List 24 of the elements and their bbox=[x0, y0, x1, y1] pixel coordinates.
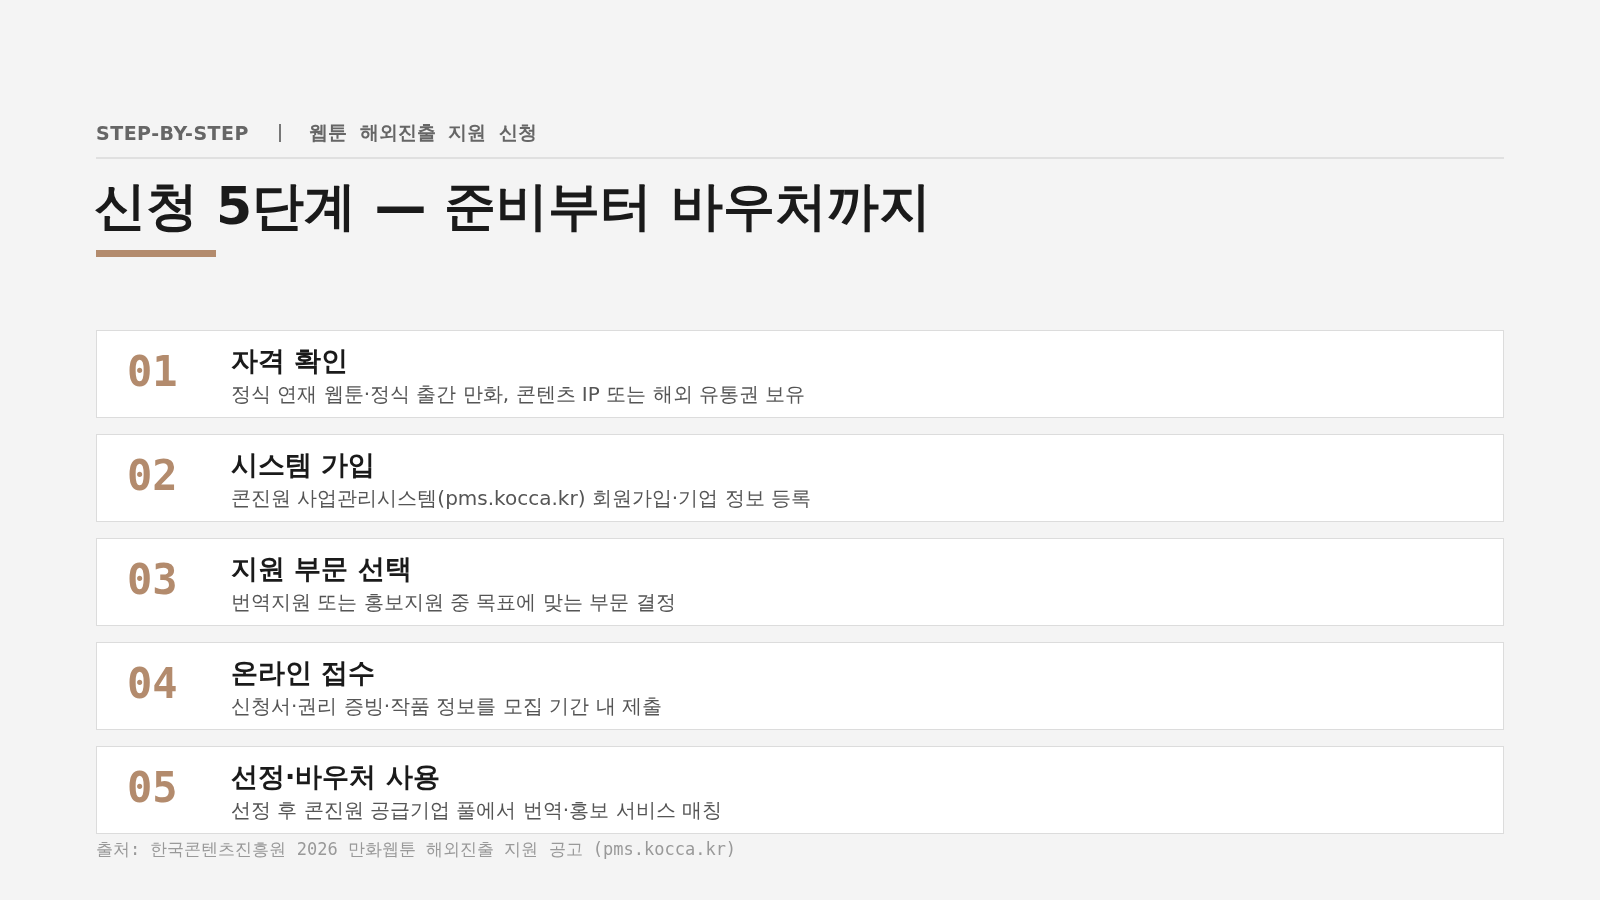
step-card bbox=[96, 330, 1504, 418]
step-card bbox=[96, 434, 1504, 522]
step-title: 시스템 가입 bbox=[231, 448, 376, 482]
step-description: 선정 후 콘진원 공급기업 풀에서 번역·홍보 서비스 매칭 bbox=[231, 797, 722, 824]
step-title: 자격 확인 bbox=[231, 344, 349, 378]
step-card bbox=[96, 538, 1504, 626]
step-title: 선정·바우처 사용 bbox=[231, 760, 440, 794]
step-card bbox=[96, 642, 1504, 730]
page-title: 신청 5단계 — 준비부터 바우처까지 bbox=[94, 175, 931, 238]
step-number: 02 bbox=[127, 451, 178, 500]
section-subtitle: 웹툰 해외진출 지원 신청 bbox=[308, 120, 537, 145]
step-title: 온라인 접수 bbox=[231, 656, 376, 690]
step-title: 지원 부문 선택 bbox=[231, 552, 412, 586]
step-description: 신청서·권리 증빙·작품 정보를 모집 기간 내 제출 bbox=[231, 693, 662, 720]
step-number: 05 bbox=[127, 763, 178, 812]
section-label: STEP-BY-STEP bbox=[96, 122, 249, 144]
step-card bbox=[96, 746, 1504, 834]
step-description: 콘진원 사업관리시스템(pms.kocca.kr) 회원가입·기업 정보 등록 bbox=[231, 485, 811, 512]
step-number: 03 bbox=[127, 555, 178, 604]
step-number: 01 bbox=[127, 347, 178, 396]
step-number: 04 bbox=[127, 659, 178, 708]
step-description: 번역지원 또는 홍보지원 중 목표에 맞는 부문 결정 bbox=[231, 589, 676, 616]
step-description: 정식 연재 웹툰·정식 출간 만화, 콘텐츠 IP 또는 해외 유통권 보유 bbox=[231, 381, 806, 408]
source-caption: 출처: 한국콘텐츠진흥원 2026 만화웹툰 해외진출 지원 공고 (pms.kocca.kr) bbox=[96, 838, 737, 861]
